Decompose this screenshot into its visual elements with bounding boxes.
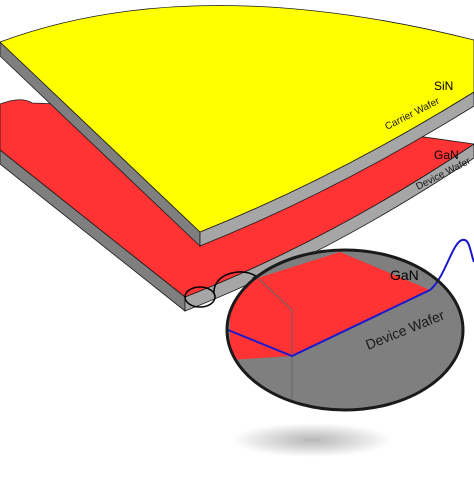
carrier-wafer-stack (0, 5, 474, 247)
zoom-inset: GaN Device Wafer (225, 238, 474, 412)
sin-layer-top (0, 5, 474, 233)
zoom-gan-top (258, 252, 430, 356)
zoom-edge-line-2 (257, 277, 293, 311)
zoom-inset-outline (225, 248, 465, 412)
zoom-interface-line (227, 289, 431, 358)
zoom-cut-face (230, 278, 292, 360)
zoom-interface-tail (429, 238, 474, 291)
sin-label: SiN (434, 79, 453, 93)
drop-shadow (232, 423, 392, 457)
zoom-source-marker (184, 286, 216, 308)
zoom-gan-label: GaN (390, 267, 419, 283)
gan-label: GaN (434, 148, 459, 162)
zoom-arrow (213, 271, 259, 295)
